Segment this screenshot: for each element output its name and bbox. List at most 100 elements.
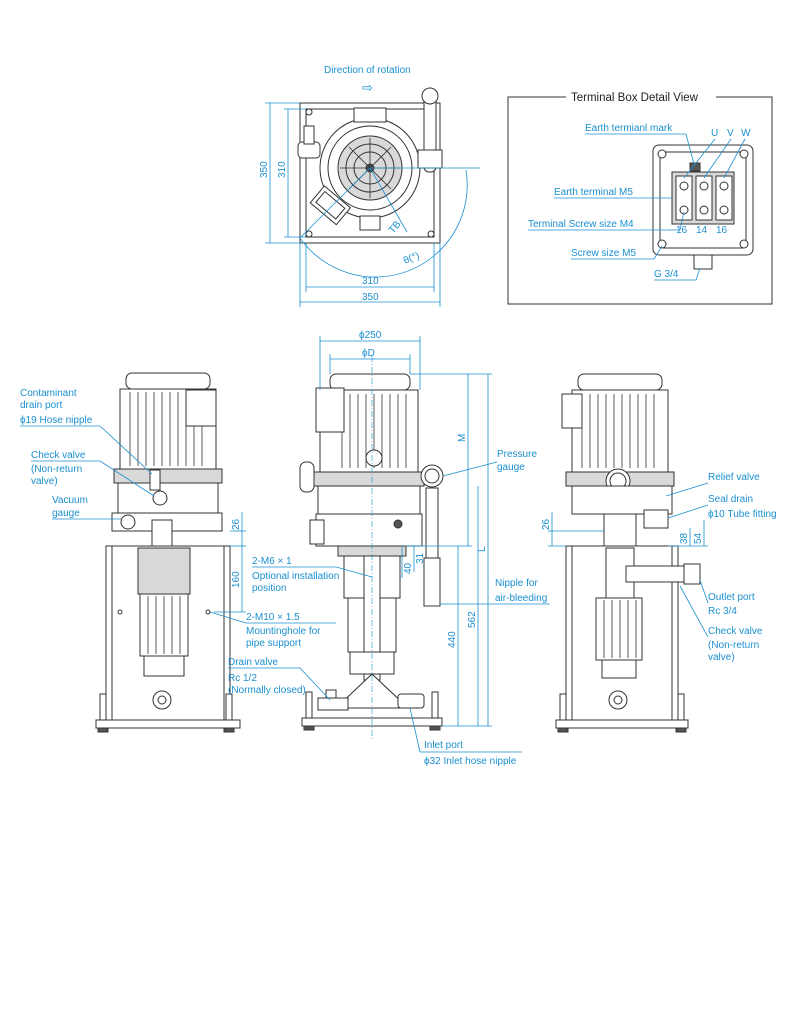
terminal-box-screw bbox=[739, 239, 749, 249]
relief-valve-label: Relief valve bbox=[708, 472, 760, 483]
front-foot-bolt bbox=[305, 691, 313, 719]
left-check-valve-label-2: (Non-return bbox=[31, 464, 82, 475]
seal-drain-label-1: Seal drain bbox=[708, 494, 753, 505]
right-terminal-box bbox=[561, 393, 583, 429]
leader bbox=[653, 245, 663, 260]
right-foot bbox=[557, 727, 569, 733]
terminal-box-detail: Terminal Box Detail View Earth termianl … bbox=[507, 90, 773, 305]
air-bleed-nipple bbox=[423, 557, 441, 607]
right-foot-bolt bbox=[559, 693, 567, 721]
leader bbox=[442, 461, 498, 477]
drain-valve-body bbox=[317, 697, 349, 711]
top-bolt-hole bbox=[305, 230, 313, 238]
outlet-port-label-2: Rc 3/4 bbox=[708, 606, 737, 617]
top-bolt-hole bbox=[305, 108, 313, 116]
leader bbox=[679, 211, 685, 231]
dim-440: 440 bbox=[447, 631, 458, 648]
leader bbox=[703, 138, 732, 179]
dim-350-horizontal: 350 bbox=[362, 292, 379, 303]
dim-m: M bbox=[457, 434, 468, 442]
inlet-port-label-1: Inlet port bbox=[424, 740, 463, 751]
front-pump-head bbox=[317, 485, 421, 515]
leader bbox=[667, 504, 709, 519]
terminal-box-screw bbox=[657, 239, 667, 249]
left-foot bbox=[97, 727, 109, 733]
left-motor-top bbox=[125, 372, 211, 390]
dim-310-vertical: 310 bbox=[277, 161, 288, 178]
drain-valve-label-2: Rc 1/2 bbox=[228, 673, 257, 684]
terminal-screw bbox=[679, 181, 689, 191]
right-strainer-bottom bbox=[601, 659, 637, 679]
nipple-label-1: Nipple for bbox=[495, 578, 538, 589]
left-coupling bbox=[151, 519, 173, 549]
theta-ray bbox=[299, 167, 371, 239]
front-terminal-box bbox=[315, 387, 345, 433]
front-view: ϕ250 ϕD M L 440 562 40 31 26 160 2-M6 × … bbox=[209, 330, 550, 767]
front-coupling-bolt bbox=[365, 449, 383, 467]
right-inlet-bore bbox=[613, 695, 623, 705]
terminal-screw bbox=[719, 205, 729, 215]
pressure-gauge-dial bbox=[424, 468, 440, 484]
right-pump-body bbox=[603, 513, 637, 547]
terminal-w-label: W bbox=[741, 128, 751, 139]
dim-31: 31 bbox=[415, 552, 426, 564]
dim-16b: 16 bbox=[716, 225, 728, 236]
left-pump-head bbox=[117, 482, 219, 514]
front-foot bbox=[303, 725, 315, 731]
drain-valve-handle bbox=[325, 689, 337, 699]
nipple-label-2: air-bleeding bbox=[495, 593, 547, 604]
m10-label-3: pipe support bbox=[246, 638, 301, 649]
dim-54: 54 bbox=[693, 532, 704, 544]
dim-26: 26 bbox=[231, 518, 242, 530]
leader bbox=[209, 611, 247, 624]
direction-of-rotation-label: Direction of rotation bbox=[324, 65, 411, 76]
dim-14: 14 bbox=[696, 225, 708, 236]
left-check-valve bbox=[152, 490, 168, 506]
top-bottom-stub bbox=[359, 215, 381, 231]
outlet-port-label-1: Outlet port bbox=[708, 592, 755, 603]
left-inlet-port bbox=[152, 690, 172, 710]
dim-phi-250: ϕ250 bbox=[359, 330, 382, 341]
terminal-screw bbox=[699, 205, 709, 215]
front-foot bbox=[429, 725, 441, 731]
left-vacuum-gauge bbox=[120, 514, 136, 530]
vacuum-gauge-label-1: Vacuum bbox=[52, 495, 88, 506]
theta-arc bbox=[299, 169, 468, 278]
earth-terminal-mark-icon bbox=[689, 162, 701, 172]
dim-16a: 16 bbox=[676, 225, 688, 236]
left-mount-hole bbox=[205, 609, 211, 615]
pressure-gauge-label-1: Pressure bbox=[497, 449, 537, 460]
drain-valve-label-1: Drain valve bbox=[228, 657, 278, 668]
terminal-post-v bbox=[695, 175, 713, 221]
screw-size-label: Screw size M5 bbox=[571, 248, 636, 259]
terminal-box-screw bbox=[657, 149, 667, 159]
drain-valve-label-3: (Normally closed) bbox=[228, 685, 306, 696]
seal-drain-label-2: ϕ10 Tube fitting bbox=[708, 509, 777, 520]
front-motor-flange bbox=[313, 471, 425, 487]
terminal-box-screw bbox=[739, 149, 749, 159]
leader bbox=[299, 667, 331, 701]
dim-phi-d: ϕD bbox=[362, 348, 375, 359]
left-inlet-port-bore bbox=[157, 695, 167, 705]
outlet-port-fitting bbox=[683, 563, 701, 585]
left-foot-bolt bbox=[99, 693, 107, 721]
leader bbox=[99, 425, 153, 475]
terminal-screw bbox=[699, 181, 709, 191]
top-terminal-box-lid bbox=[315, 190, 346, 220]
earth-terminal-mark-label: Earth termianl mark bbox=[585, 123, 673, 134]
right-inlet-port bbox=[608, 690, 628, 710]
top-drain-nipple-stem bbox=[303, 125, 315, 145]
right-check-valve-label-2: (Non-return bbox=[708, 640, 759, 651]
pressure-gauge-icon bbox=[420, 464, 444, 488]
leader bbox=[685, 133, 695, 165]
left-check-valve-label-3: valve) bbox=[31, 476, 58, 487]
terminal-screw bbox=[719, 181, 729, 191]
conduit-g34-fitting bbox=[693, 254, 713, 270]
tb-ray bbox=[369, 167, 408, 233]
left-foot-bolt bbox=[225, 693, 233, 721]
top-gauge bbox=[421, 87, 439, 105]
leader bbox=[335, 566, 373, 578]
outlet-pipe bbox=[625, 565, 687, 583]
leader bbox=[679, 585, 709, 638]
